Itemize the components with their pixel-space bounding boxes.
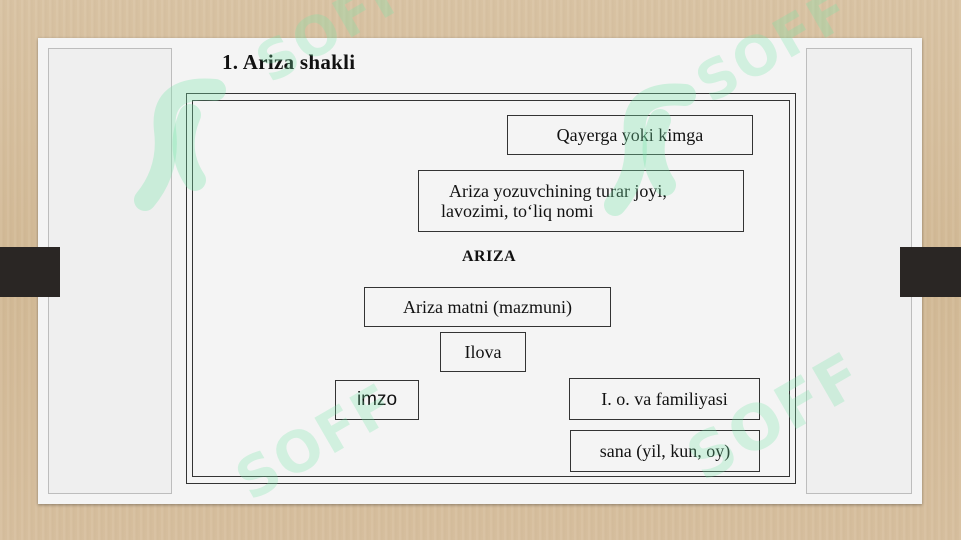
applicant-line-1: Ariza yozuvchining turar joyi, bbox=[449, 181, 667, 201]
applicant-field: Ariza yozuvchining turar joyi, lavozimi,… bbox=[418, 170, 744, 232]
slide-card bbox=[38, 38, 922, 504]
full-name-field: I. o. va familiyasi bbox=[569, 378, 760, 420]
signature-field: imzo bbox=[335, 380, 419, 420]
body-label: Ariza matni (mazmuni) bbox=[403, 297, 572, 317]
full-name-label: I. o. va familiyasi bbox=[601, 389, 728, 409]
attachment-label: Ilova bbox=[464, 342, 502, 362]
left-side-panel bbox=[48, 48, 172, 494]
body-field: Ariza matni (mazmuni) bbox=[364, 287, 611, 327]
document-heading: ARIZA bbox=[462, 248, 517, 265]
date-field: sana (yil, kun, oy) bbox=[570, 430, 760, 472]
slide-title: 1. Ariza shakli bbox=[222, 50, 356, 74]
recipient-label: Qayerga yoki kimga bbox=[556, 125, 704, 145]
right-nav-tab[interactable] bbox=[900, 247, 961, 297]
date-label: sana (yil, kun, oy) bbox=[599, 441, 731, 461]
left-nav-tab[interactable] bbox=[0, 247, 60, 297]
right-side-panel bbox=[806, 48, 912, 494]
signature-label: imzo bbox=[356, 389, 398, 410]
form-frame-outer bbox=[186, 93, 796, 484]
applicant-line-2: lavozimi, to‘liq nomi bbox=[441, 201, 594, 221]
form-frame-inner bbox=[192, 100, 790, 477]
attachment-field: Ilova bbox=[440, 332, 526, 372]
recipient-field: Qayerga yoki kimga bbox=[507, 115, 753, 155]
